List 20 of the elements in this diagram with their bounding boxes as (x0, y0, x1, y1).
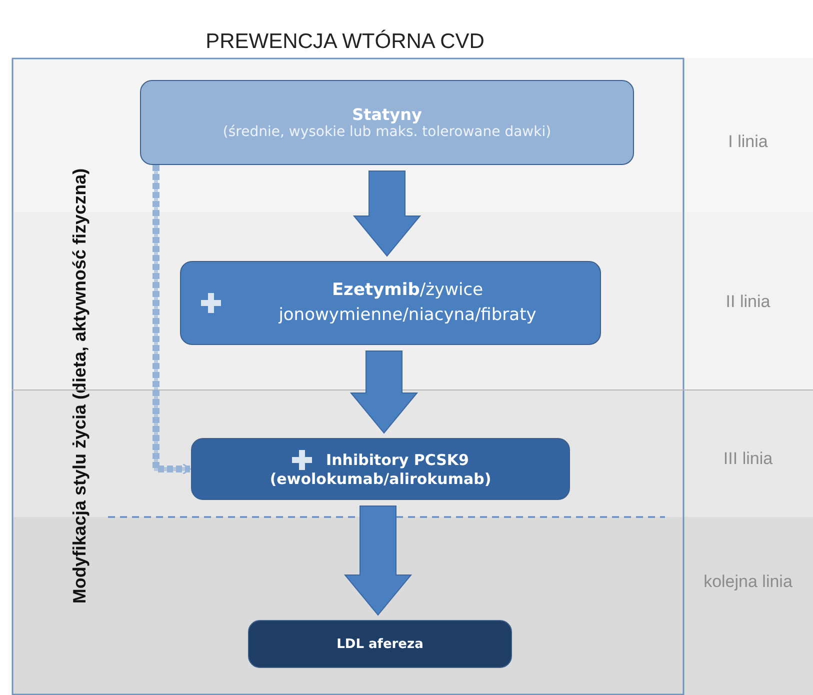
connector-arrow (152, 165, 191, 475)
box-title: LDL afereza (336, 636, 424, 652)
process-box (140, 80, 634, 165)
box-subtitle: (ewolokumab/alirokumab) (270, 470, 492, 488)
title: PREWENCJA WTÓRNA CVD (206, 30, 484, 53)
block-arrow (350, 350, 418, 434)
line-label: kolejna linia (703, 571, 793, 593)
process-box (191, 438, 570, 500)
process-box (248, 620, 512, 668)
side-label: Modyfikacja stylu życia (dieta, aktywność fizyczna) (70, 168, 90, 604)
process-box (180, 261, 601, 345)
block-arrow (352, 170, 422, 257)
box-title: Inhibitory PCSK9 (326, 451, 469, 469)
line-label: III linia (722, 448, 774, 470)
box-title: Ezetymib/żywice jonowymienne/niacyna/fibraty (278, 279, 538, 327)
box-subtitle: (średnie, wysokie lub maks. tolerowane dawki) (222, 124, 552, 140)
line-label: II linia (724, 291, 772, 313)
block-arrow (344, 506, 412, 616)
line-label: I linia (727, 131, 769, 153)
box-title: Statyny (352, 105, 422, 124)
